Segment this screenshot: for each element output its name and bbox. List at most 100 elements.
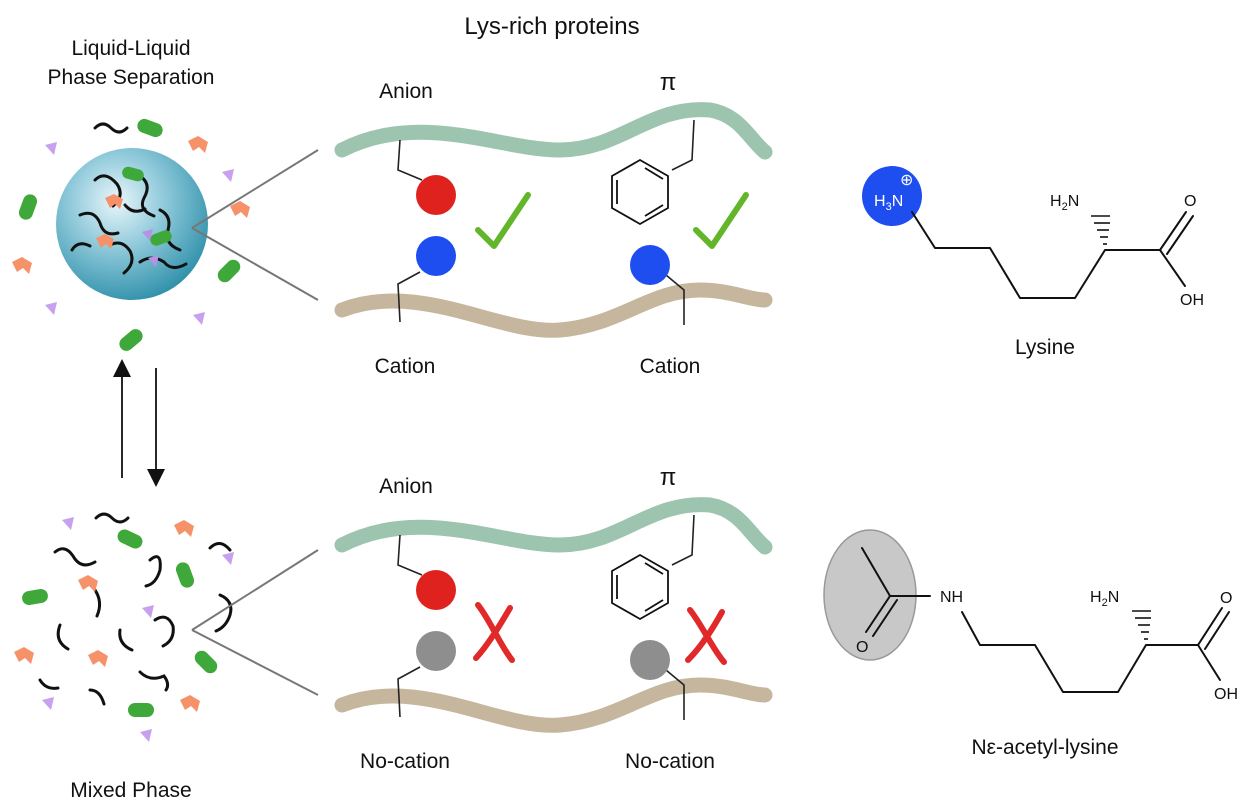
acetyl-o: O: [856, 639, 868, 656]
ammonium-n: N: [892, 193, 904, 210]
squiggle: [93, 122, 129, 134]
checkmark-icon: [693, 192, 749, 249]
purple-molecule: [142, 229, 153, 241]
hydroxyl: OH: [1180, 292, 1204, 309]
free-chain: [144, 555, 162, 588]
ammonium-charge: ⊕: [900, 172, 913, 189]
carbonyl-bond: [1159, 211, 1187, 251]
cation-label-left: Cation: [375, 355, 436, 378]
acetyl-lysine-structure: O NH H2N O OH Nε-acetyl-lysine: [823, 529, 1238, 759]
hydroxyl-bond: [1197, 644, 1221, 681]
cation-linker: [659, 269, 685, 325]
orange-molecule: [78, 575, 98, 592]
green-molecule: [117, 529, 143, 549]
bottom-interaction-panel: Anion π No-cation No-cation: [334, 464, 773, 773]
acetyl-carbonyl: [865, 595, 891, 633]
alpha-amine: H2N: [1050, 193, 1079, 213]
bottom-strand: [334, 282, 773, 338]
free-chain: [56, 623, 70, 651]
free-chain: [138, 670, 170, 692]
benzene-ring-icon: [611, 158, 669, 226]
cation-bead: [630, 245, 670, 285]
stereo-hash-bond: [1132, 610, 1151, 640]
ammonium-highlight: [862, 166, 922, 226]
llps-label-line2: Phase Separation: [48, 66, 215, 89]
green-molecule: [194, 650, 218, 674]
anion-bead: [416, 570, 456, 610]
amide-nh: NH: [940, 589, 963, 606]
carbonyl-o: O: [1220, 590, 1232, 607]
mixed-phase-label: Mixed Phase: [70, 779, 191, 800]
no-cation-label-left: No-cation: [360, 750, 450, 773]
inner-chain: [138, 174, 156, 218]
neutral-linker: [659, 664, 685, 720]
top-interaction-panel: Anion π Cation Cation: [334, 69, 773, 378]
green-molecule: [122, 166, 144, 182]
cross-icon: [685, 607, 727, 665]
anion-linker: [397, 139, 423, 181]
purple-molecule: [193, 312, 205, 325]
orange-molecule: [188, 136, 208, 153]
free-chain: [88, 688, 106, 706]
free-chain: [214, 593, 233, 633]
alpha-amine: H2N: [1090, 589, 1119, 609]
top-strand: [334, 102, 773, 160]
anion-linker: [397, 534, 423, 576]
ammonium-sub: 3: [886, 201, 892, 213]
purple-molecule: [148, 255, 159, 267]
anion-label: Anion: [379, 80, 433, 103]
bottom-strand: [334, 677, 773, 733]
ammonium-group: H3N: [874, 193, 903, 213]
lysine-structure: ⊕ H3N H2N O OH Lysine: [862, 166, 1204, 359]
green-molecule: [128, 703, 154, 717]
free-chain: [153, 615, 175, 648]
inner-chain: [78, 211, 120, 236]
pi-label: π: [660, 69, 677, 96]
free-chain: [208, 542, 232, 552]
cation-label-right: Cation: [640, 355, 701, 378]
top-strand: [334, 497, 773, 555]
orange-molecule: [12, 257, 32, 274]
llps-droplet: [12, 118, 250, 351]
green-molecule: [175, 562, 195, 588]
green-molecule: [22, 588, 48, 606]
benzene-ring-icon: [611, 553, 669, 621]
green-molecule: [217, 259, 241, 283]
carbonyl-bond-2: [1166, 215, 1194, 255]
inner-chain: [70, 242, 92, 252]
benzene-linker: [671, 514, 695, 566]
zoom-line: [191, 149, 319, 229]
inner-chain: [123, 203, 147, 213]
free-chain: [53, 547, 97, 567]
orange-molecule: [174, 520, 194, 537]
neutral-bead: [416, 631, 456, 671]
orange-molecule: [180, 695, 200, 712]
hydroxyl-bond: [1159, 249, 1186, 287]
acetyl-carbonyl-2: [872, 599, 898, 637]
orange-molecule: [88, 650, 108, 667]
purple-molecule: [45, 302, 57, 315]
ammonium-h: H: [874, 193, 886, 210]
lysine-name: Lysine: [1015, 336, 1075, 359]
green-molecule: [137, 118, 163, 138]
green-molecule: [150, 230, 172, 246]
stereo-hash-bond: [1091, 215, 1110, 245]
cross-icon: [473, 602, 515, 663]
orange-molecule: [230, 201, 250, 218]
zoom-line: [191, 227, 319, 301]
inner-chain: [138, 256, 188, 269]
carbonyl-bond: [1197, 607, 1223, 646]
droplet-sphere: [56, 148, 208, 300]
green-molecule: [119, 329, 143, 351]
free-chain: [38, 678, 60, 690]
neutral-linker: [397, 666, 421, 718]
free-chain: [118, 628, 134, 652]
zoom-line: [191, 549, 319, 631]
purple-molecule: [140, 729, 152, 742]
carbonyl-o: O: [1184, 193, 1196, 210]
inner-chain: [158, 208, 182, 252]
acetyl-lysine-name: Nε-acetyl-lysine: [971, 736, 1118, 759]
zoom-line: [191, 629, 319, 696]
